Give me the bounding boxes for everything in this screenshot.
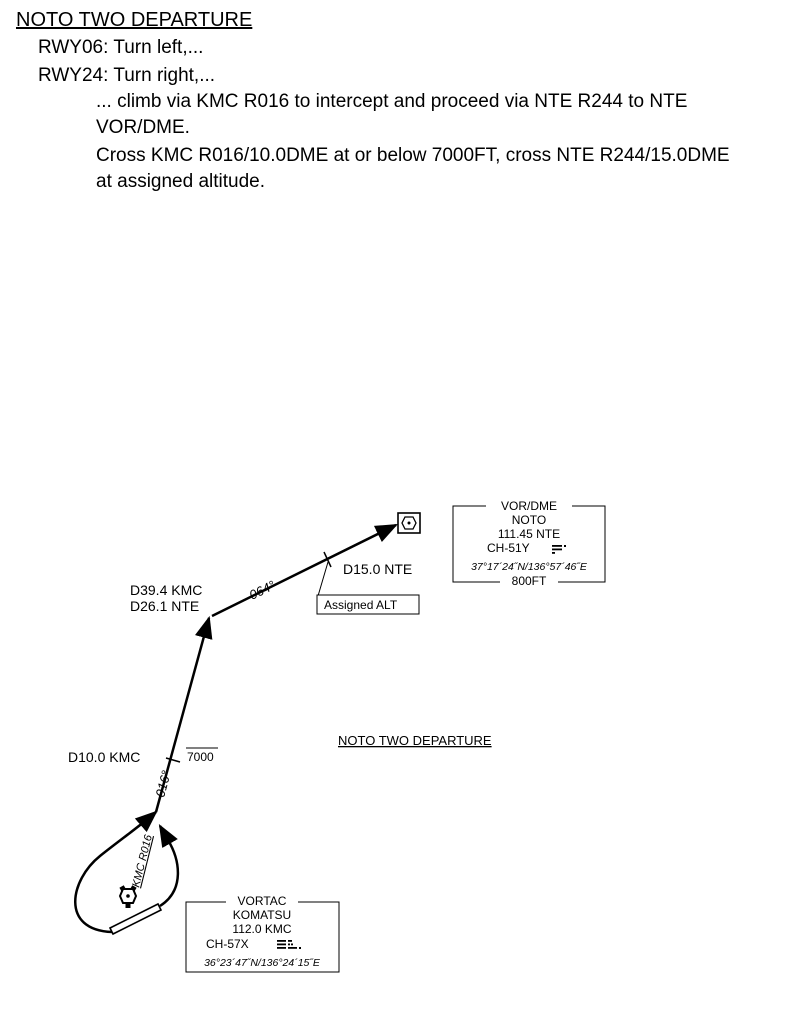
d10-kmc-tick bbox=[165, 757, 181, 763]
kmc-coords: 36°23´47˝N/136°24´15˝E bbox=[204, 957, 321, 969]
rwy24-turn-path bbox=[158, 824, 180, 908]
assigned-alt-leader bbox=[317, 561, 329, 597]
kmc-freq: 112.0 KMC bbox=[232, 922, 291, 936]
morse-code-icon bbox=[552, 545, 566, 554]
vordme-symbol-icon bbox=[397, 512, 421, 534]
nte-channel: CH-51Y bbox=[487, 541, 530, 555]
course-064-leg bbox=[211, 523, 399, 618]
nte-type: VOR/DME bbox=[501, 499, 557, 513]
assigned-alt-box bbox=[316, 594, 420, 615]
nte-elevation: 800FT bbox=[512, 574, 547, 588]
kmc-navaid-box: VORTAC KOMATSU 112.0 KMC CH-57X 36°23´47… bbox=[185, 894, 340, 973]
d26-nte-label: D26.1 NTE bbox=[130, 598, 199, 614]
procedure-title: NOTO TWO DEPARTURE bbox=[16, 9, 253, 31]
nte-name: NOTO bbox=[512, 513, 546, 527]
instruction-line-4: at assigned altitude. bbox=[96, 171, 266, 192]
course-064-label: 064° bbox=[247, 577, 278, 602]
rwy24-instruction: RWY24: Turn right,... bbox=[38, 65, 216, 86]
nte-navaid-box: VOR/DME NOTO 111.45 NTE CH-51Y 37°17´24˝… bbox=[452, 499, 606, 588]
morse-code-icon bbox=[277, 940, 301, 949]
kmc-name: KOMATSU bbox=[233, 908, 291, 922]
course-016-label: 016° bbox=[152, 769, 173, 799]
assigned-alt-label: Assigned ALT bbox=[324, 598, 398, 612]
course-016-leg bbox=[154, 615, 213, 813]
chart-label: NOTO TWO DEPARTURE bbox=[338, 733, 492, 748]
instruction-line-1: ... climb via KMC R016 to intercept and … bbox=[96, 91, 688, 112]
nte-coords: 37°17´24˝N/136°57´46˝E bbox=[471, 561, 588, 573]
rwy06-instruction: RWY06: Turn left,... bbox=[38, 37, 204, 58]
d15-nte-tick bbox=[323, 551, 332, 568]
kmc-channel: CH-57X bbox=[206, 937, 249, 951]
rwy06-turn-path bbox=[74, 810, 158, 934]
alt-7000-label: 7000 bbox=[187, 750, 214, 764]
instruction-line-2: VOR/DME. bbox=[96, 117, 190, 138]
nte-freq: 111.45 NTE bbox=[498, 527, 560, 541]
runway-icon bbox=[108, 902, 163, 936]
d10-kmc-label: D10.0 KMC bbox=[68, 749, 140, 765]
d15-nte-label: D15.0 NTE bbox=[343, 561, 412, 577]
kmc-radial-label: KMC R016 bbox=[130, 833, 155, 889]
vortac-symbol-icon bbox=[118, 885, 138, 908]
kmc-type: VORTAC bbox=[238, 894, 287, 908]
instruction-line-3: Cross KMC R016/10.0DME at or below 7000F… bbox=[96, 145, 730, 166]
d39-kmc-label: D39.4 KMC bbox=[130, 582, 202, 598]
